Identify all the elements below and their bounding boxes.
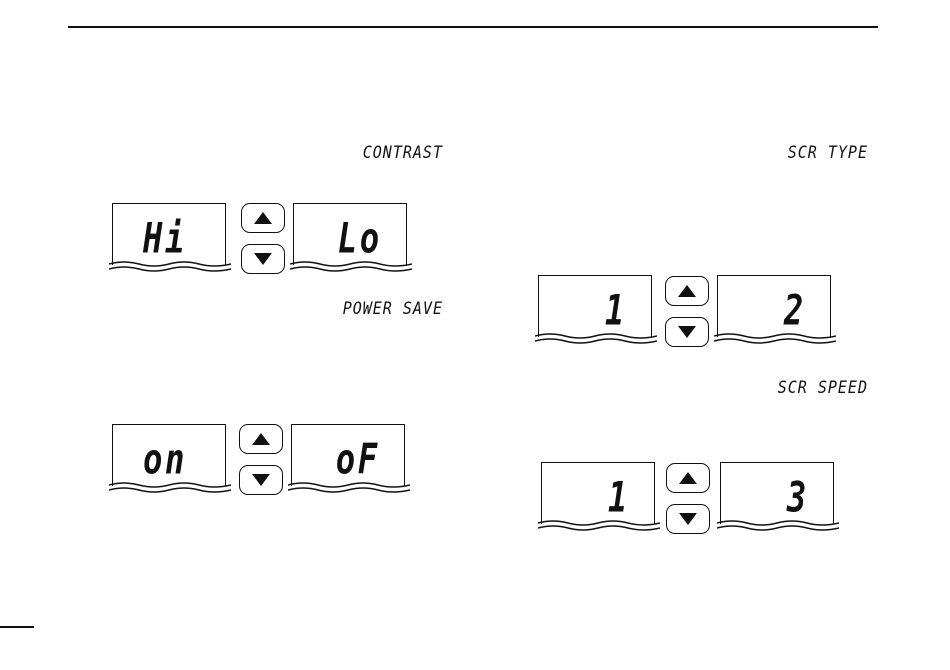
torn-edge (717, 517, 839, 533)
scr-speed-label: SCR SPEED (778, 377, 868, 398)
contrast-down-button[interactable] (241, 244, 285, 274)
contrast-up-button[interactable] (241, 203, 285, 233)
scr-speed-next-value: 3 (787, 476, 809, 518)
torn-edge (109, 258, 231, 274)
power-save-next-value: oF (336, 438, 380, 480)
power-save-up-button[interactable] (239, 424, 283, 454)
scr-type-current-display: 1 (538, 275, 652, 337)
down-arrow-icon (678, 512, 698, 526)
scr-type-next-value: 2 (784, 289, 806, 331)
scr-speed-up-button[interactable] (666, 463, 710, 493)
down-arrow-icon (251, 473, 271, 487)
down-arrow-icon (677, 325, 697, 339)
scr-speed-next-display: 3 (720, 462, 834, 524)
up-arrow-icon (677, 284, 697, 298)
torn-edge (109, 479, 231, 495)
scr-type-next-display: 2 (717, 275, 831, 337)
scr-type-label: SCR TYPE (788, 142, 868, 163)
scr-type-down-button[interactable] (665, 317, 709, 347)
power-save-label: POWER SAVE (343, 298, 443, 319)
up-arrow-icon (251, 432, 271, 446)
footer-rule (0, 626, 34, 628)
power-save-current-value: on (143, 438, 187, 480)
up-arrow-icon (678, 471, 698, 485)
torn-edge (535, 330, 657, 346)
contrast-next-value: Lo (338, 217, 382, 259)
scr-type-up-button[interactable] (665, 276, 709, 306)
contrast-current-display: Hi (112, 203, 226, 265)
torn-edge (538, 517, 660, 533)
scr-type-current-value: 1 (605, 289, 627, 331)
power-save-down-button[interactable] (239, 465, 283, 495)
power-save-current-display: on (112, 424, 226, 486)
scr-speed-current-display: 1 (541, 462, 655, 524)
scr-speed-down-button[interactable] (666, 504, 710, 534)
power-save-next-display: oF (291, 424, 405, 486)
contrast-next-display: Lo (293, 203, 407, 265)
scr-speed-current-value: 1 (608, 476, 630, 518)
down-arrow-icon (253, 252, 273, 266)
torn-edge (714, 330, 836, 346)
up-arrow-icon (253, 211, 273, 225)
contrast-current-value: Hi (143, 217, 187, 259)
header-rule (68, 26, 878, 28)
torn-edge (290, 258, 412, 274)
torn-edge (288, 479, 410, 495)
contrast-label: CONTRAST (363, 142, 443, 163)
